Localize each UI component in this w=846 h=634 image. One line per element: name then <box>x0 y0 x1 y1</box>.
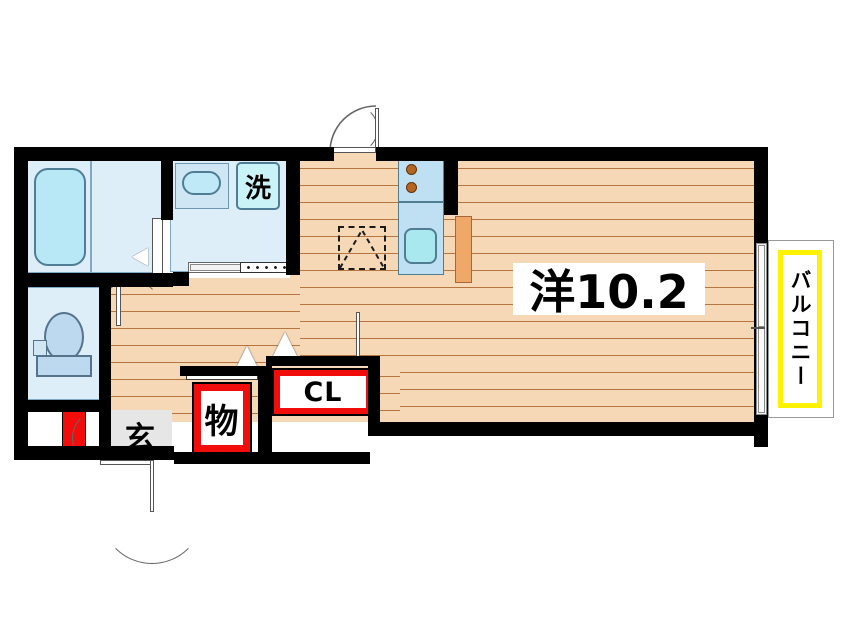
wall-hall-left <box>99 400 111 460</box>
kitchen-counter-icon <box>455 216 472 283</box>
wall-kitchen-right-stub <box>444 153 458 215</box>
kitchen-sink-icon <box>404 228 437 264</box>
wall-toilet-right <box>99 287 111 410</box>
wall-toilet-bottom <box>14 400 111 412</box>
wall-vertical-storage-right <box>258 366 272 464</box>
entrance-inner-swing <box>72 410 128 466</box>
vanity-basin-icon <box>182 171 221 195</box>
wall-closet-top <box>266 356 374 366</box>
balcony-label: バルコニー <box>778 250 822 408</box>
wall-left-outer <box>14 147 28 460</box>
toilet-lever-icon <box>33 340 47 356</box>
stove-burner-icon <box>406 164 417 175</box>
wall-bottom-storage <box>174 452 370 464</box>
refrigerator-outline-icon <box>338 226 386 270</box>
entrance-door-leaf[interactable] <box>150 460 154 512</box>
wall-bottom-main <box>368 422 768 436</box>
refrigerator-diagonal <box>338 226 386 270</box>
refrigerator-mark-icon <box>339 228 385 269</box>
wall-bath-right <box>161 147 173 220</box>
bath-door-arrow-icon <box>132 248 148 266</box>
entrance-door-swing <box>100 460 204 564</box>
wall-washroom-right <box>286 147 300 275</box>
closet-door-leaf[interactable] <box>356 312 360 360</box>
toilet-tank-icon <box>36 355 92 377</box>
washing-machine-label: 洗 <box>236 162 280 210</box>
service-door-arc <box>328 104 380 154</box>
balcony-door-leaf-lower[interactable] <box>758 327 765 413</box>
bath-divider <box>90 160 92 273</box>
closet-label: CL <box>272 368 374 416</box>
washroom-door-dots <box>240 262 288 273</box>
bathtub-icon <box>34 168 86 266</box>
wall-bottom-entrance <box>14 446 174 460</box>
main-room-label: 洋10.2 <box>513 263 705 319</box>
washroom-door-leaf[interactable] <box>190 264 242 271</box>
stove-burner-icon <box>406 182 417 193</box>
bath-folding-door[interactable] <box>152 218 163 274</box>
storage-label: 物 <box>192 382 252 454</box>
balcony-door-leaf-upper[interactable] <box>758 245 765 327</box>
closet-door-indicator <box>272 332 298 358</box>
wall-top-left <box>14 147 334 161</box>
wall-bath-bottom <box>14 273 173 287</box>
balcony-door-handle-icon <box>751 327 765 329</box>
wall-washroom-bottom <box>173 272 189 286</box>
wall-top-right <box>376 147 768 161</box>
wall-vertical-closet-right <box>368 356 380 436</box>
wall-storage-top <box>180 366 264 376</box>
